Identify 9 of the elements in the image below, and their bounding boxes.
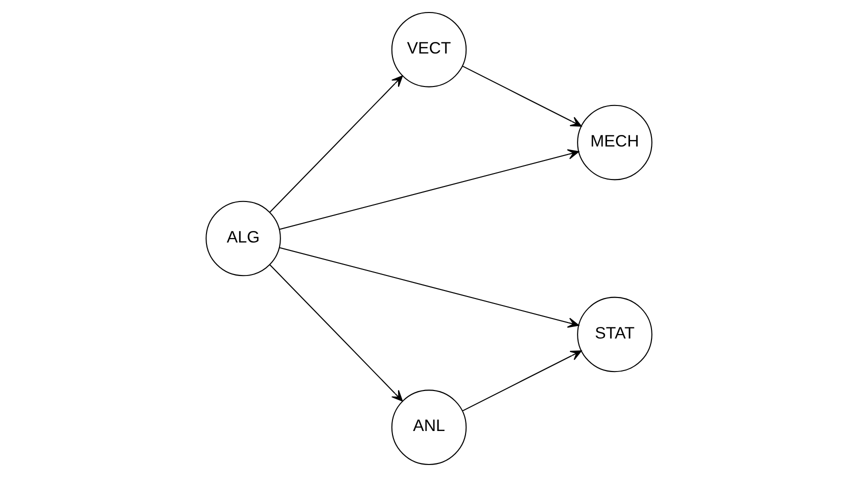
node-circle: MECH (577, 104, 652, 180)
arrow (462, 66, 582, 127)
arrow (279, 149, 580, 230)
arrow (279, 247, 580, 328)
arrow (269, 264, 403, 402)
node-circle: ALG (206, 200, 281, 276)
arrow (269, 76, 403, 213)
node-circle: STAT (577, 296, 652, 372)
arrow (462, 350, 582, 412)
